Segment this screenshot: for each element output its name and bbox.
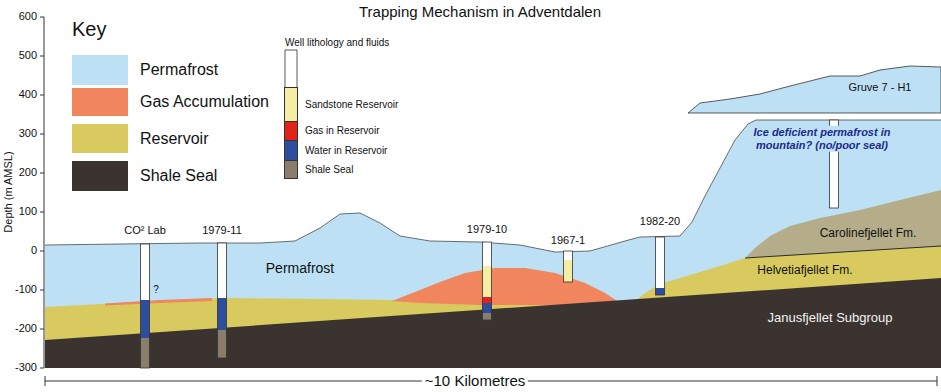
scale-tick bbox=[45, 376, 46, 386]
well-segment bbox=[218, 330, 227, 358]
legend-swatch bbox=[285, 161, 297, 178]
well-outline bbox=[141, 244, 150, 368]
well-outline bbox=[656, 237, 665, 295]
axis-tick bbox=[40, 368, 44, 369]
well-segment bbox=[483, 303, 492, 313]
legend-text: Shale Seal bbox=[305, 164, 353, 176]
well-segment bbox=[218, 298, 227, 330]
permafrost-layer bbox=[45, 120, 941, 368]
legend-heading: Key bbox=[72, 17, 106, 41]
legend-text: Gas Accumulation bbox=[140, 92, 269, 111]
well-segment bbox=[483, 266, 492, 297]
legend-swatch bbox=[285, 88, 297, 122]
axis-tick bbox=[40, 212, 44, 213]
legend-column-top bbox=[285, 50, 297, 88]
axis-title: Depth (m AMSL) bbox=[2, 151, 15, 232]
diagram-title: Trapping Mechanism in Adventdalen bbox=[359, 3, 601, 21]
layer-label: Permafrost bbox=[266, 260, 334, 277]
axis-tick-label: 0 bbox=[31, 244, 37, 257]
axis-tick-label: 100 bbox=[19, 205, 37, 218]
legend-swatch bbox=[72, 88, 128, 116]
well-outline bbox=[564, 251, 573, 282]
well-columns bbox=[141, 120, 839, 368]
well-segment bbox=[141, 338, 150, 368]
axis-line bbox=[44, 17, 45, 368]
axis-tick-label: 600 bbox=[19, 10, 37, 23]
axis-tick bbox=[40, 251, 44, 252]
axis-tick bbox=[40, 329, 44, 330]
shale-layer bbox=[45, 278, 941, 368]
carolinefjellet-layer bbox=[745, 190, 941, 258]
well-name: 1982-20 bbox=[640, 215, 680, 228]
legend-swatch bbox=[285, 122, 297, 141]
well-name: Gruve 7 - H1 bbox=[849, 81, 912, 94]
axis-tick bbox=[40, 56, 44, 57]
axis-tick-label: 200 bbox=[19, 166, 37, 179]
well-segment bbox=[483, 242, 492, 266]
axis-tick-label: 400 bbox=[19, 88, 37, 101]
depth-axis bbox=[40, 17, 44, 368]
legend-text: Shale Seal bbox=[140, 166, 217, 185]
legend-swatch bbox=[72, 55, 128, 85]
legend-text: Gas in Reservoir bbox=[305, 125, 379, 137]
well-segment bbox=[141, 244, 150, 300]
legend-text: Sandstone Reservoir bbox=[305, 99, 398, 111]
axis-tick bbox=[40, 17, 44, 18]
formation-boundary bbox=[745, 246, 941, 258]
reservoir-layer bbox=[45, 246, 941, 368]
well-name: 1979-11 bbox=[202, 224, 242, 237]
legend-swatch bbox=[285, 141, 297, 161]
well-name: 1979-10 bbox=[467, 223, 507, 236]
note: Ice deficient permafrost in mountain? (n… bbox=[749, 126, 895, 152]
axis-tick bbox=[40, 95, 44, 96]
gas-lens bbox=[105, 298, 212, 306]
well-segment bbox=[656, 237, 665, 288]
well-name: 1967-1 bbox=[551, 234, 585, 247]
well-segment bbox=[218, 243, 227, 298]
scale-tick bbox=[937, 376, 938, 386]
legend-text: Reservoir bbox=[140, 129, 208, 148]
formation-name: Janusfjellet Subgroup bbox=[767, 310, 892, 326]
scale-label: ~10 Kilometres bbox=[422, 372, 528, 390]
well-outline bbox=[483, 242, 492, 320]
axis-tick-label: -200 bbox=[15, 322, 37, 335]
well-name: CO² Lab bbox=[124, 224, 166, 237]
well-segment bbox=[483, 313, 492, 320]
formation-name: Helvetiafjellet Fm. bbox=[757, 263, 852, 277]
gas-dome bbox=[392, 268, 622, 305]
axis-tick bbox=[40, 290, 44, 291]
axis-tick-label: 500 bbox=[19, 49, 37, 62]
axis-tick-label: 300 bbox=[19, 127, 37, 140]
uncertainty-mark: ? bbox=[153, 284, 159, 296]
well-segment bbox=[564, 251, 573, 260]
axis-tick bbox=[40, 173, 44, 174]
well-segment bbox=[656, 288, 665, 295]
legend-text: Permafrost bbox=[140, 60, 218, 79]
legend-swatch bbox=[72, 124, 128, 153]
well-outline bbox=[218, 243, 227, 358]
well-segment bbox=[564, 260, 573, 282]
axis-tick-label: -100 bbox=[15, 283, 37, 296]
well-segment bbox=[141, 300, 150, 338]
well-segment bbox=[483, 297, 492, 303]
legend-heading: Well lithology and fluids bbox=[285, 37, 389, 49]
formation-name: Carolinefjellet Fm. bbox=[820, 226, 917, 240]
mountain-inset bbox=[688, 66, 941, 113]
ground-surface bbox=[45, 120, 941, 252]
axis-tick bbox=[40, 134, 44, 135]
legend-swatch bbox=[72, 161, 128, 191]
legend-text: Water in Reservoir bbox=[305, 145, 387, 157]
axis-tick-label: -300 bbox=[15, 361, 37, 374]
